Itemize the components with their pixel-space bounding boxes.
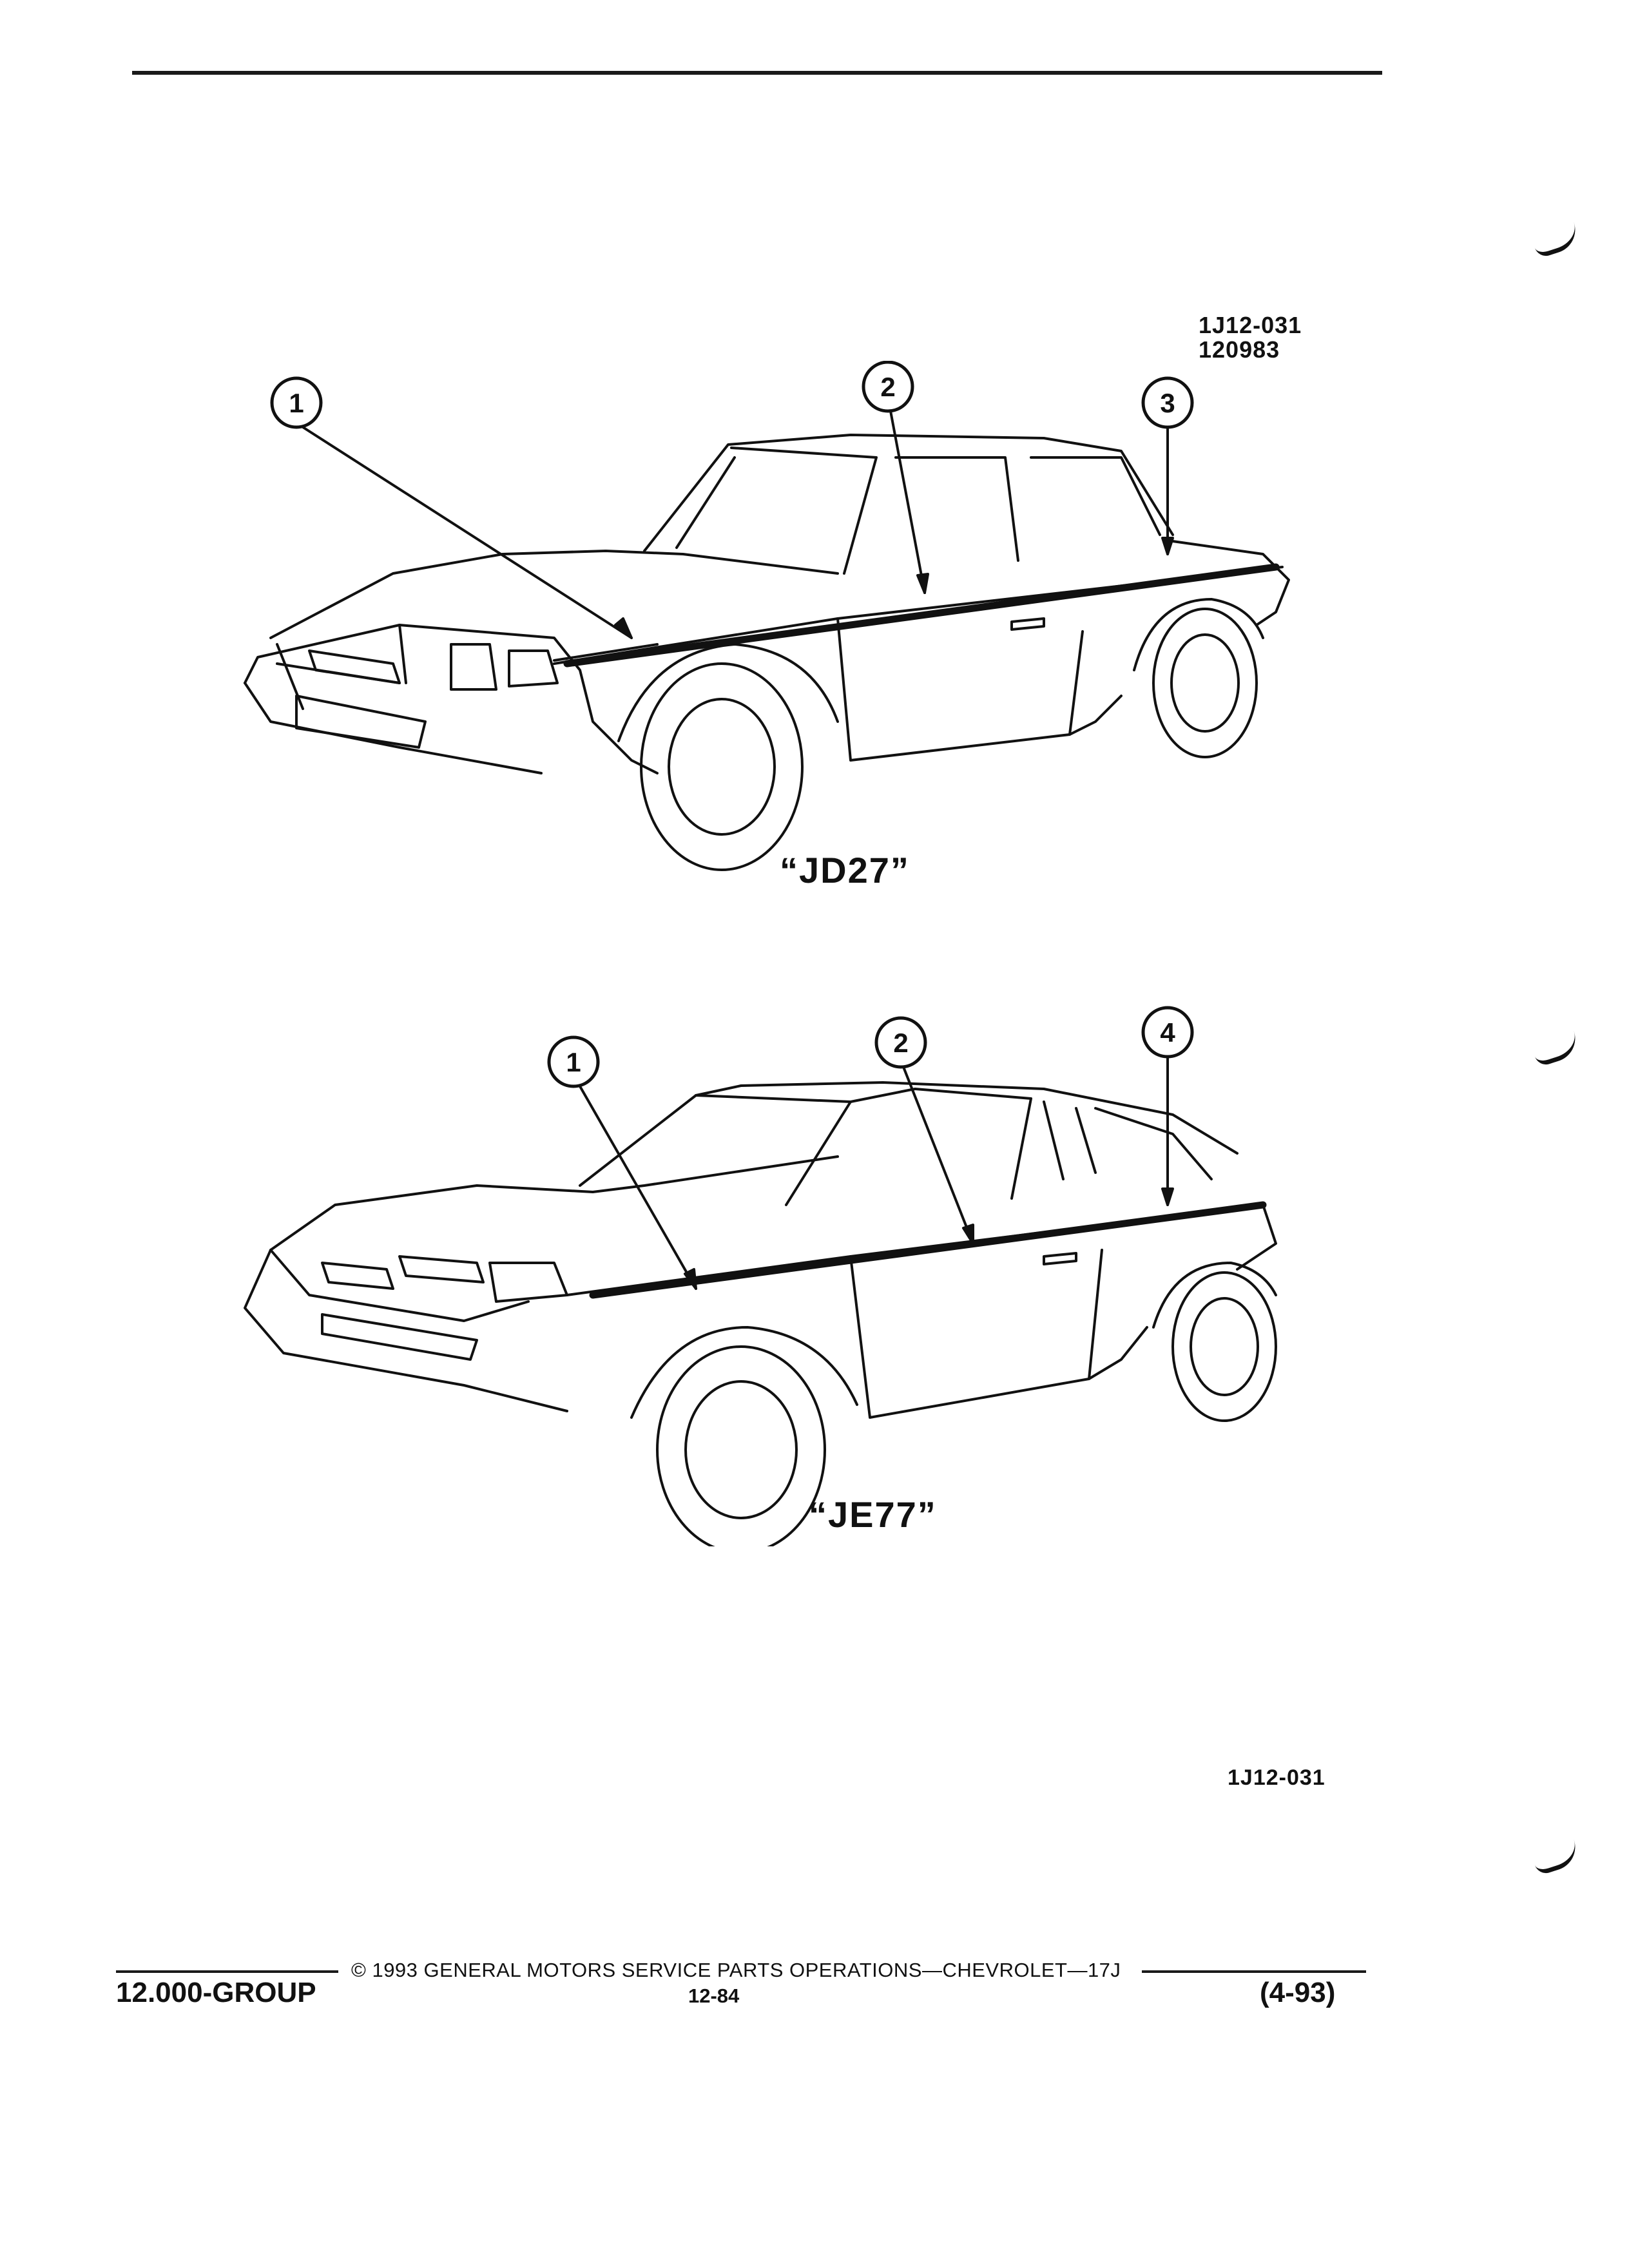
header-rule: [132, 71, 1382, 75]
binder-mark: [1530, 1840, 1582, 1876]
callout-1-label: 1: [566, 1047, 581, 1077]
footer-rule-left: [116, 1970, 338, 1973]
callout-1-label: 1: [289, 388, 304, 418]
figure-id-bottom: 1J12-031: [1228, 1765, 1325, 1790]
leader-line: [889, 410, 926, 594]
drawing-number: 120983: [1199, 336, 1280, 363]
figure-id: 1J12-031: [1199, 312, 1302, 338]
callout-2-label: 2: [880, 372, 895, 402]
footer-date: (4-93): [1260, 1977, 1336, 2008]
footer-group: 12.000-GROUP: [116, 1977, 316, 2008]
binder-mark: [1530, 222, 1582, 259]
callout-2: 2: [874, 1016, 927, 1069]
callout-2: 2: [862, 361, 914, 413]
car-body-je77: [244, 1081, 1277, 1546]
model-label-jd27: “JD27”: [780, 850, 910, 890]
callout-2-label: 2: [893, 1028, 908, 1058]
arrowhead: [614, 617, 633, 639]
callout-1: 1: [547, 1035, 600, 1088]
leader-line: [302, 426, 633, 639]
binder-mark: [1530, 1031, 1582, 1068]
arrowhead: [1161, 1187, 1174, 1206]
footer-copyright: © 1993 GENERAL MOTORS SERVICE PARTS OPER…: [351, 1959, 1121, 1981]
footer-page-number: 12-84: [688, 1984, 740, 2007]
illustration-je77: 1 2 4: [244, 1006, 1277, 1546]
model-label-je77: “JE77”: [809, 1494, 937, 1535]
arrowhead: [962, 1224, 974, 1245]
callout-3: 3: [1141, 376, 1194, 429]
arrowhead: [916, 573, 929, 594]
footer-rule-right: [1142, 1970, 1366, 1973]
illustration-jd27: 1 2 3: [244, 361, 1290, 871]
leader-line: [902, 1066, 974, 1245]
callout-3-label: 3: [1160, 388, 1175, 418]
callout-4-label: 4: [1160, 1017, 1175, 1048]
callout-4: 4: [1141, 1006, 1194, 1059]
car-body-jd27: [244, 434, 1290, 871]
arrowhead: [1161, 537, 1174, 555]
callout-1: 1: [270, 376, 323, 429]
